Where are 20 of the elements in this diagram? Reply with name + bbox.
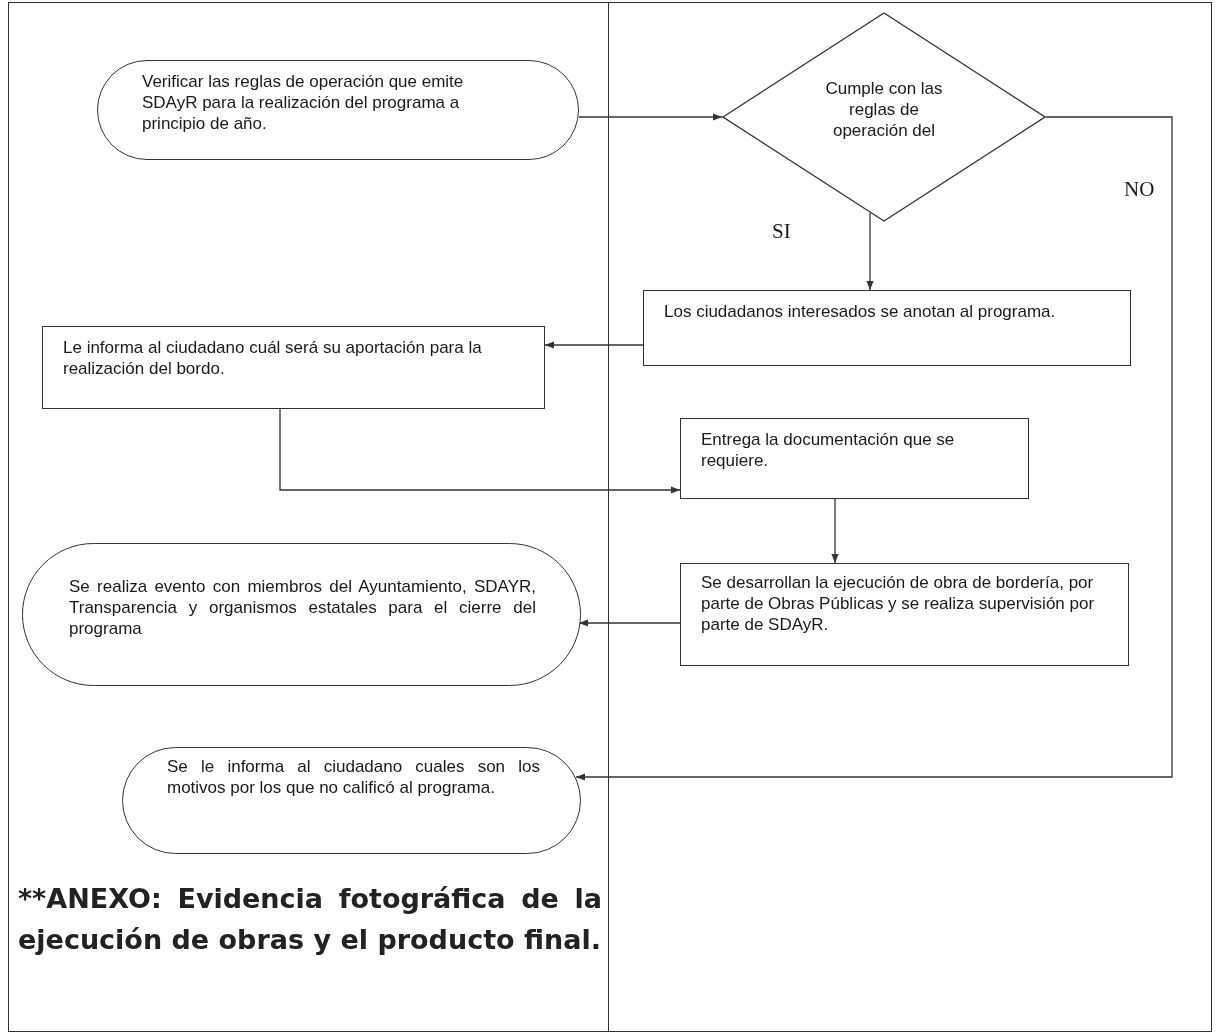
arrow — [831, 498, 839, 564]
node-text: Le informa al ciudadano cuál será su aportación para la realización del bordo. — [63, 337, 483, 379]
arrow — [575, 116, 1173, 781]
process-box — [680, 563, 1129, 666]
node-text: Se desarrollan la ejecución de obra de bordería, por parte de Obras Públicas y se realiza supervisión por parte de SDAyR. — [701, 572, 1096, 635]
annex-note: **ANEXO: Evidencia fotográfica de la ejecución de obras y el producto final. — [18, 882, 602, 957]
decision-diamond — [722, 12, 1046, 222]
node-text: Se realiza evento con miembros del Ayuntamiento, SDAYR, Transparencia y organismos estatales para el cierre del programa — [69, 576, 536, 639]
arrow — [544, 341, 644, 349]
node-text: Verificar las reglas de operación que emite SDAyR para la realización del programa a principio de año. — [142, 71, 465, 134]
arrow — [866, 212, 874, 291]
process-box — [680, 418, 1029, 499]
process-box — [643, 290, 1131, 366]
arrow — [279, 408, 681, 494]
process-box — [42, 326, 545, 409]
node-text: Los ciudadanos interesados se anotan al programa. — [664, 301, 1057, 322]
node-text: Se le informa al ciudadano cuales son los motivos por los que no calificó al programa. — [167, 756, 540, 798]
arrow — [578, 113, 723, 121]
node-text: Entrega la documentación que se requiere. — [701, 429, 956, 471]
node-text: Cumple con las reglas de operación del — [824, 78, 944, 141]
